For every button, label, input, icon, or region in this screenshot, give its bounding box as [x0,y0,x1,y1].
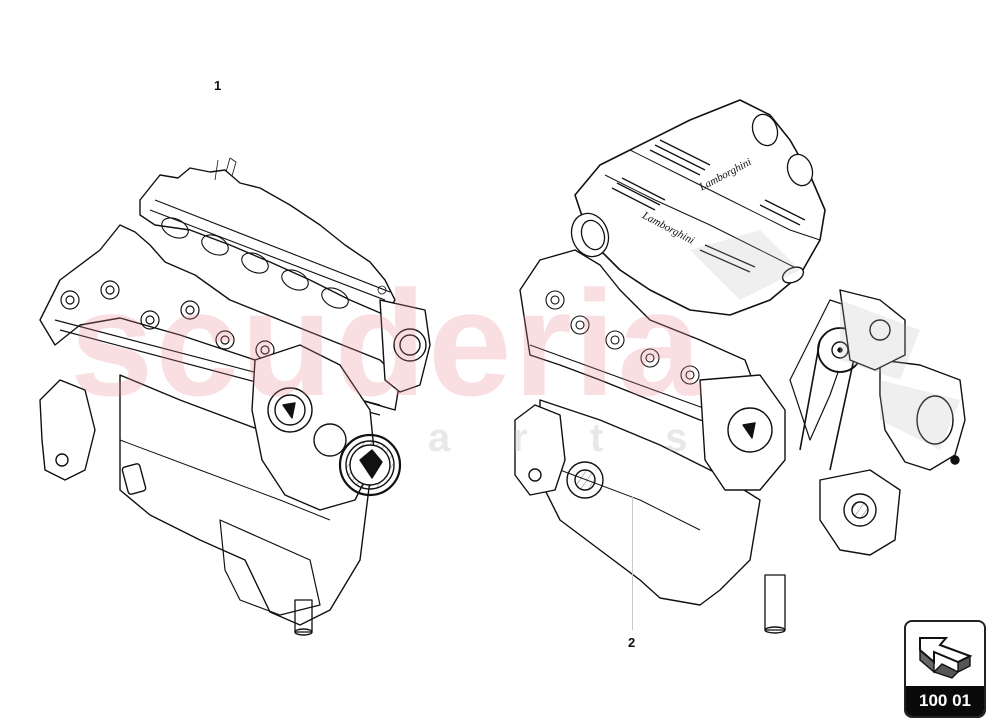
engine-assembly-1[interactable] [39,157,431,636]
watermark-car-shapes [690,230,960,450]
leader-line-2 [632,497,633,630]
callout-2[interactable]: 2 [628,635,636,650]
arrow-up-left-icon [919,637,973,679]
navigation-badge[interactable]: 100 01 [904,620,986,718]
engine-assembly-2[interactable]: Lamborghini Lamborghini [514,99,966,634]
callout-1[interactable]: 1 [214,78,222,93]
badge-code: 100 01 [906,686,984,716]
